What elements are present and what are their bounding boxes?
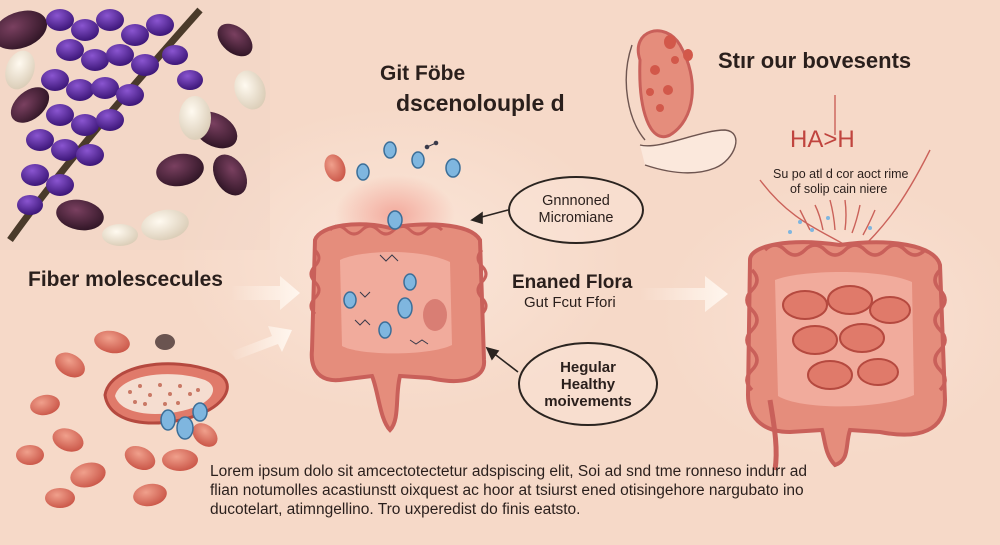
hand-holding-icon [625, 29, 737, 174]
flora-label-line-1: Enaned Flora [512, 272, 633, 293]
microbiome-bubble-line-1: Gnnnoned [542, 193, 610, 209]
title-line-2: dscenolouple d [396, 90, 565, 116]
arrow-right-icon [230, 276, 728, 360]
right-subtext-line-1: Su po atl d cor aoct rime [773, 167, 909, 181]
intestine-icon [309, 140, 488, 433]
movements-bubble-line-3: moivements [544, 392, 632, 410]
microbiome-bubble: Gnnnoned Micromiane [508, 176, 644, 244]
fiber-molecules-label: Fiber molescecules [28, 268, 223, 291]
title-line-1: Git Föbe [380, 62, 466, 85]
pointer-lines [470, 209, 519, 373]
kidney-bean-icon [16, 330, 229, 508]
right-title: Stır our bovesents [718, 48, 912, 73]
description-paragraph: Lorem ipsum dolo sit amcectotectetur ads… [210, 463, 808, 518]
chemical-label: HA>H [790, 126, 855, 153]
microbe-icon [324, 140, 461, 182]
movements-bubble-line-2: Healthy [560, 375, 616, 393]
movements-bubble: Hegular Healthy moivements [518, 342, 658, 426]
movements-bubble-line-1: Hegular [560, 358, 616, 376]
microbiome-bubble-line-2: Micromiane [538, 210, 614, 226]
flora-label-line-2: Gut Fcut Ffori [524, 294, 616, 311]
lupine-flower-icon [0, 0, 270, 250]
intestine-icon-large [745, 95, 948, 471]
right-subtext-line-2: of solip cain niere [790, 182, 888, 196]
